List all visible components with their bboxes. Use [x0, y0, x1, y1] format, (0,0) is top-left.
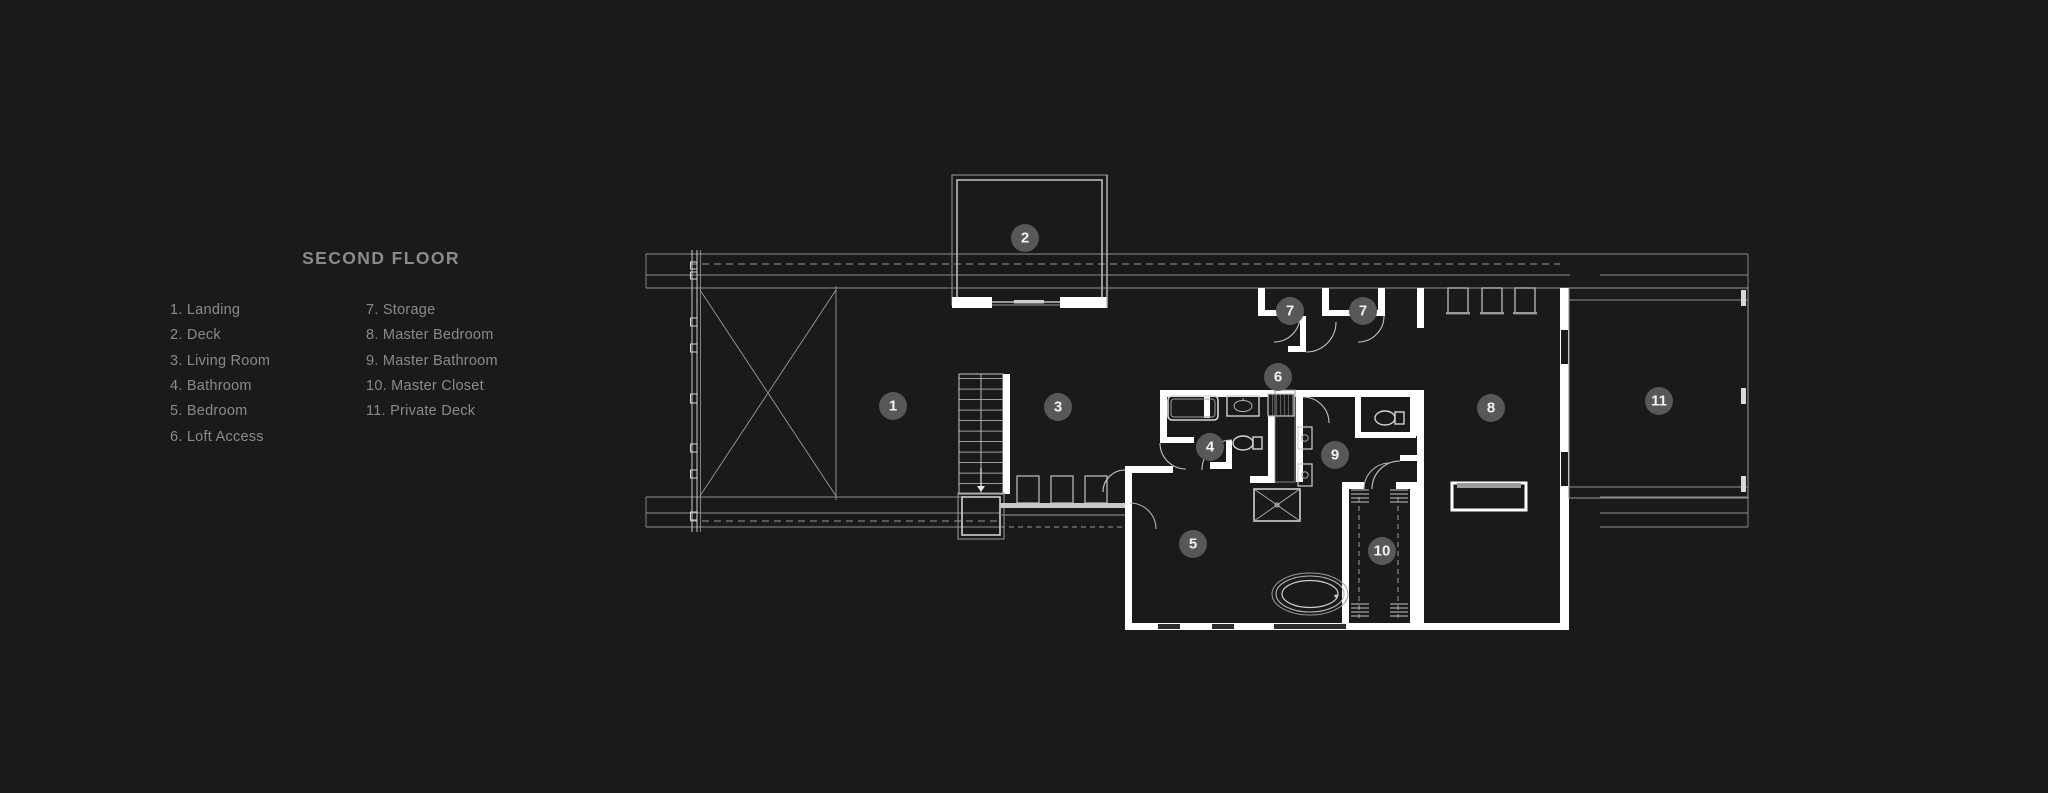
private-deck-rail-posts — [1741, 290, 1746, 492]
room-marker-label: 7 — [1359, 303, 1367, 320]
room-marker-label: 4 — [1206, 439, 1215, 456]
room-marker-label: 6 — [1274, 369, 1282, 386]
legend-item: 8. Master Bedroom — [366, 327, 494, 344]
page-title: SECOND FLOOR — [302, 248, 460, 268]
room-marker-label: 11 — [1651, 393, 1667, 410]
legend-item: 10. Master Closet — [366, 378, 484, 395]
legend-item: 4. Bathroom — [170, 378, 252, 395]
legend-item: 6. Loft Access — [170, 428, 264, 445]
vanity-sink-icon — [1226, 395, 1260, 417]
legend-panel: SECOND FLOOR 1. Landing 2. Deck 3. Livin… — [168, 248, 588, 447]
linen-closet-icon — [1267, 393, 1295, 417]
legend-item: 1. Landing — [170, 302, 241, 318]
mech-cabinet — [1274, 389, 1296, 483]
room-marker-9[interactable]: 9 — [1321, 441, 1349, 469]
master-bedroom-windows — [1446, 287, 1537, 315]
legend-item: 9. Master Bathroom — [366, 352, 498, 369]
legend-item: 2. Deck — [170, 327, 221, 344]
plan-geometry — [645, 174, 1749, 630]
room-marker-label: 10 — [1374, 543, 1391, 560]
closet-rods — [1351, 489, 1408, 618]
room-marker-label: 5 — [1189, 536, 1197, 553]
room-marker-7-right[interactable]: 7 — [1349, 297, 1377, 325]
room-marker-label: 9 — [1331, 447, 1339, 464]
legend-item: 7. Storage — [366, 302, 436, 318]
room-marker-7-left[interactable]: 7 — [1276, 297, 1304, 325]
exterior-thin-lines — [645, 253, 1749, 528]
room-marker-3[interactable]: 3 — [1044, 393, 1072, 421]
legend-column-left: 1. Landing 2. Deck 3. Living Room 4. Bat… — [170, 301, 342, 447]
private-deck-railing — [1568, 287, 1749, 499]
kitchen-counter-and-stools — [1000, 475, 1130, 528]
shower-icon — [1253, 488, 1301, 522]
legend-item: 5. Bedroom — [170, 403, 248, 420]
bed-icon — [1450, 481, 1528, 512]
room-marker-5[interactable]: 5 — [1179, 530, 1207, 558]
legend-item: 11. Private Deck — [366, 403, 476, 420]
room-marker-label: 2 — [1021, 230, 1029, 247]
door-swings — [1102, 315, 1401, 530]
master-sink-icon-lower — [1297, 463, 1313, 487]
toilet-icon-bath4 — [1232, 435, 1263, 451]
legend-item: 3. Living Room — [170, 352, 271, 369]
room-marker-6[interactable]: 6 — [1264, 363, 1292, 391]
room-markers: 1 2 3 4 5 6 7 — [879, 224, 1673, 565]
room-marker-10[interactable]: 10 — [1368, 537, 1396, 565]
room-marker-1[interactable]: 1 — [879, 392, 907, 420]
open-to-below-void — [699, 286, 837, 500]
exterior-window-segments — [1158, 624, 1346, 629]
left-curtain-wall — [690, 250, 701, 532]
room-marker-label: 8 — [1487, 400, 1495, 417]
room-marker-11[interactable]: 11 — [1645, 387, 1673, 415]
room-marker-label: 7 — [1286, 303, 1294, 320]
bathtub-icon — [1167, 395, 1219, 421]
legend-column-right: 7. Storage 8. Master Bedroom 9. Master B… — [366, 301, 566, 447]
room-marker-label: 3 — [1054, 399, 1062, 416]
plumbing-fixtures — [1167, 393, 1405, 616]
room-marker-2[interactable]: 2 — [1011, 224, 1039, 252]
legend-columns: 1. Landing 2. Deck 3. Living Room 4. Bat… — [168, 301, 588, 447]
room-marker-8[interactable]: 8 — [1477, 394, 1505, 422]
room-marker-4[interactable]: 4 — [1196, 433, 1224, 461]
soaking-tub-icon — [1271, 572, 1349, 616]
master-sink-icon-upper — [1297, 426, 1313, 450]
deck-room — [951, 174, 1108, 308]
wall-opening-marks — [1561, 330, 1568, 486]
interior-walls — [1125, 288, 1569, 630]
room-marker-label: 1 — [889, 398, 897, 415]
staircase — [957, 373, 1010, 540]
toilet-icon-master — [1374, 410, 1405, 426]
